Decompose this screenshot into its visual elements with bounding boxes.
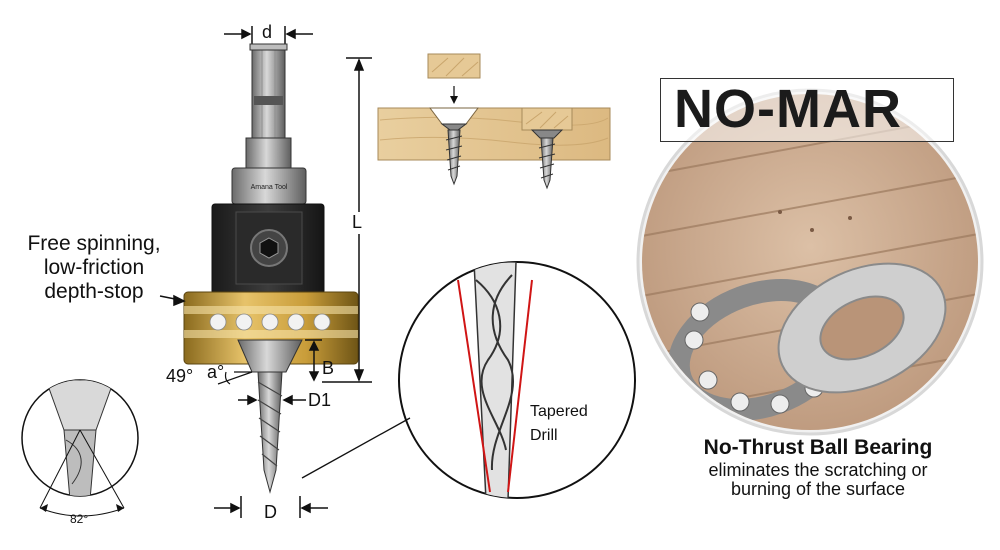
callout-line-1: Free spinning, [27, 232, 161, 255]
callout-line-3: depth-stop [44, 280, 144, 303]
tapered-line-2: Drill [530, 427, 558, 444]
dimension-d [224, 26, 313, 44]
nomar-logo: NO-MAR [674, 79, 902, 139]
callout-arrow [159, 294, 186, 307]
depth-stop-callout: Free spinning, low-friction depth-stop [8, 232, 180, 304]
dimension-d-bottom [214, 496, 328, 518]
bearing-desc-line-1: eliminates the scratching or [708, 460, 928, 480]
label-d-bottom: D [264, 502, 277, 522]
label-d: d [262, 22, 273, 42]
dimension-d1 [238, 394, 306, 406]
label-d1: D1 [308, 390, 332, 410]
tapered-drill-label: Tapered Drill [530, 400, 588, 448]
shank-brand-text: Amana Tool [251, 184, 288, 191]
wood-board-inset [377, 53, 611, 190]
dimension-l [322, 57, 372, 383]
bearing-desc-line-2: burning of the surface [730, 479, 906, 499]
label-angle-49: 49° [166, 366, 194, 386]
tapered-drill-detail [301, 261, 636, 499]
label-b: B [322, 358, 335, 378]
label-angle-82: 82° [70, 512, 89, 526]
dimension-b [305, 339, 322, 382]
tapered-line-1: Tapered [530, 403, 588, 420]
label-l: L [352, 212, 363, 232]
countersink-tool: Amana Tool [183, 43, 359, 494]
bearing-photo-circle [636, 88, 984, 436]
nomar-logo-box [660, 78, 954, 142]
callout-line-2: low-friction [43, 256, 145, 279]
angle-49-marker [217, 371, 253, 385]
bearing-description: eliminates the scratching or burning of … [668, 461, 968, 499]
label-angle-a: a° [207, 362, 225, 382]
bearing-title: No-Thrust Ball Bearing [703, 436, 933, 459]
point-angle-detail [21, 379, 139, 517]
